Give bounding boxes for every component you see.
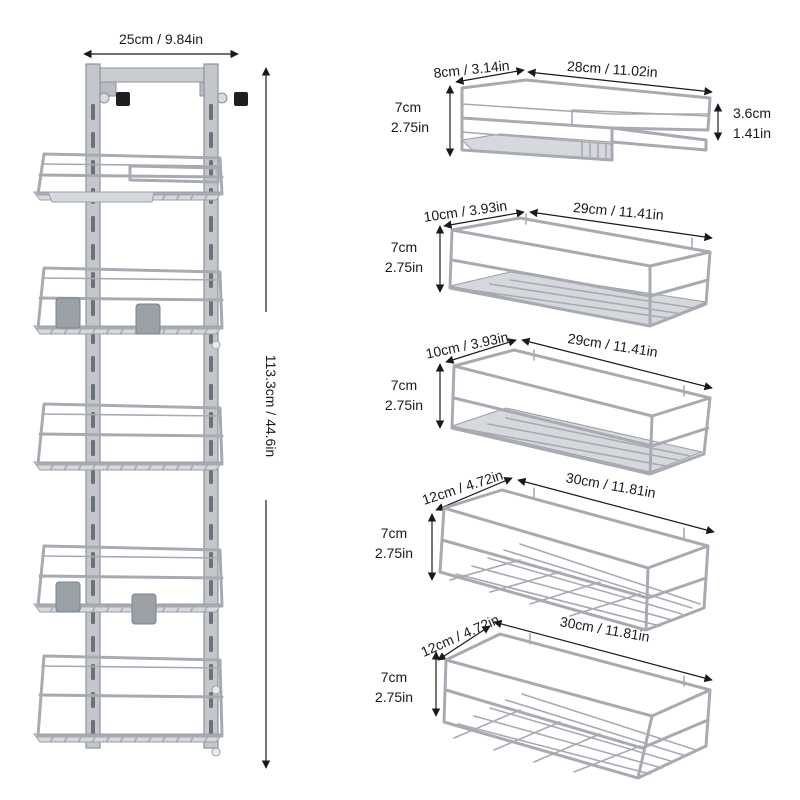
basket-4-height-cm: 7cm — [381, 525, 407, 541]
hook-icon — [131, 593, 157, 625]
basket-4: 12cm / 4.72in 30cm / 11.81in 7cm 2.75in — [375, 467, 715, 632]
basket-dimension-list: 8cm / 3.14in 28cm / 11.02in 7cm 2.75in 3… — [375, 57, 771, 780]
rack-height-label: 113.3cm / 44.6in — [263, 355, 279, 457]
basket-1: 8cm / 3.14in 28cm / 11.02in 7cm 2.75in 3… — [391, 57, 771, 162]
adhesive-hooks — [55, 297, 221, 757]
basket-4-height-in: 2.75in — [375, 545, 413, 561]
basket-3: 10cm / 3.93in 29cm / 11.41in 7cm 2.75in — [385, 329, 713, 476]
basket-3-height-cm: 7cm — [391, 377, 417, 393]
hook-icon — [135, 303, 161, 335]
basket-5-height-in: 2.75in — [375, 689, 413, 705]
basket-1-sub-height-in: 1.41in — [733, 125, 771, 141]
rack-shelf — [33, 544, 224, 613]
rack-width-label: 25cm / 9.84in — [119, 31, 203, 47]
rack-shelf — [33, 654, 224, 743]
rack-shelf — [33, 402, 224, 471]
over-door-hanger — [95, 67, 217, 83]
basket-2-depth-label: 10cm / 3.93in — [423, 197, 508, 225]
basket-1-height-in: 2.75in — [391, 119, 429, 135]
basket-5: 12cm / 4.72in 30cm / 11.81in 7cm 2.75in — [375, 611, 713, 780]
basket-1-sub-height-cm: 3.6cm — [733, 105, 771, 121]
basket-3-height-in: 2.75in — [385, 397, 423, 413]
basket-3-length-label: 29cm / 11.41in — [567, 330, 659, 360]
basket-2-height-in: 2.75in — [385, 259, 423, 275]
basket-1-height-cm: 7cm — [395, 99, 421, 115]
basket-2-height-cm: 7cm — [391, 239, 417, 255]
basket-2-drawing — [448, 213, 712, 328]
hook-icon — [55, 581, 81, 613]
knob-icon — [234, 92, 248, 106]
assembled-rack: 25cm / 9.84in 113.3cm / 44.6in — [33, 31, 279, 769]
basket-1-drawing — [460, 78, 712, 162]
basket-1-depth-label: 8cm / 3.14in — [433, 57, 511, 81]
rack-shelf — [33, 152, 224, 203]
hook-icon — [55, 297, 81, 329]
basket-2-length-label: 29cm / 11.41in — [573, 199, 665, 223]
rack-shelf — [33, 266, 224, 335]
basket-3-drawing — [450, 348, 712, 476]
basket-5-height-cm: 7cm — [381, 669, 407, 685]
basket-3-depth-label: 10cm / 3.93in — [424, 329, 510, 362]
basket-2: 10cm / 3.93in 29cm / 11.41in 7cm 2.75in — [385, 197, 713, 328]
knob-icon — [116, 92, 130, 106]
basket-4-drawing — [438, 487, 710, 632]
basket-5-drawing — [442, 632, 712, 780]
basket-1-length-label: 28cm / 11.02in — [567, 58, 659, 80]
